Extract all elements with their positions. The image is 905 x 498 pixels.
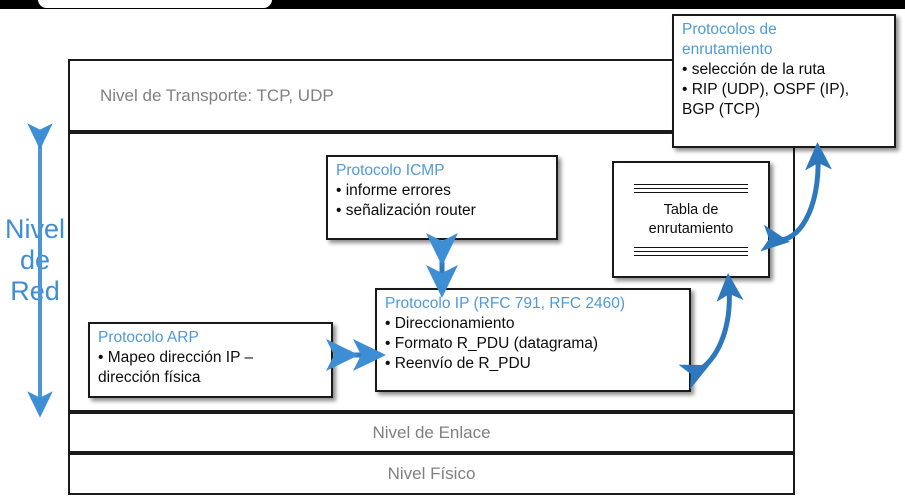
callout-arp-item-0: • Mapeo dirección IP – dirección física [98,349,254,386]
callout-ip-title: Protocolo IP (RFC 791, RFC 2460) [385,295,626,312]
rule-line [634,187,748,189]
callout-routing-protocols-item-1: • RIP (UDP), OSPF (IP), BGP (TCP) [682,81,850,118]
callout-icmp: Protocolo ICMP • informe errores • señal… [326,155,558,240]
layer-physical-label: Nivel Físico [387,464,476,483]
routing-table-rules-top [634,183,748,193]
callout-routing-protocols-title: Protocolos de enrutamiento [682,21,777,58]
callout-ip-item-2: • Reenvío de R_PDU [385,355,531,372]
rule-line [634,254,748,256]
layer-physical: Nivel Físico [68,453,795,495]
callout-icmp-item-1: • señalización router [336,202,476,219]
layer-link: Nivel de Enlace [68,412,795,453]
top-bar-notch [38,0,272,8]
layer-transport-label: Nivel de Transporte: TCP, UDP [100,85,334,105]
layer-link-label: Nivel de Enlace [372,422,491,442]
callout-icmp-item-0: • informe errores [336,182,451,199]
callout-ip-item-1: • Formato R_PDU (datagrama) [385,335,599,352]
rule-line [634,246,748,248]
callout-icmp-title: Protocolo ICMP [336,162,445,179]
callout-ip-item-0: • Direccionamiento [385,315,515,332]
rule-line [634,183,748,185]
network-layer-span-label: Nivel de Red [4,214,65,306]
top-black-bar [0,0,905,9]
callout-routing-protocols-item-0: • selección de la ruta [682,61,826,78]
callout-arp: Protocolo ARP • Mapeo dirección IP – dir… [88,322,333,398]
callout-arp-title: Protocolo ARP [98,329,199,346]
routing-table-rules-bottom [634,246,748,256]
routing-table-document: Tabla de enrutamiento [612,161,770,278]
rule-line [634,191,748,193]
callout-routing-protocols: Protocolos de enrutamiento • selección d… [672,14,896,148]
callout-ip: Protocolo IP (RFC 791, RFC 2460) • Direc… [375,288,691,392]
rule-line [634,250,748,252]
routing-table-label: Tabla de enrutamiento [648,201,734,237]
